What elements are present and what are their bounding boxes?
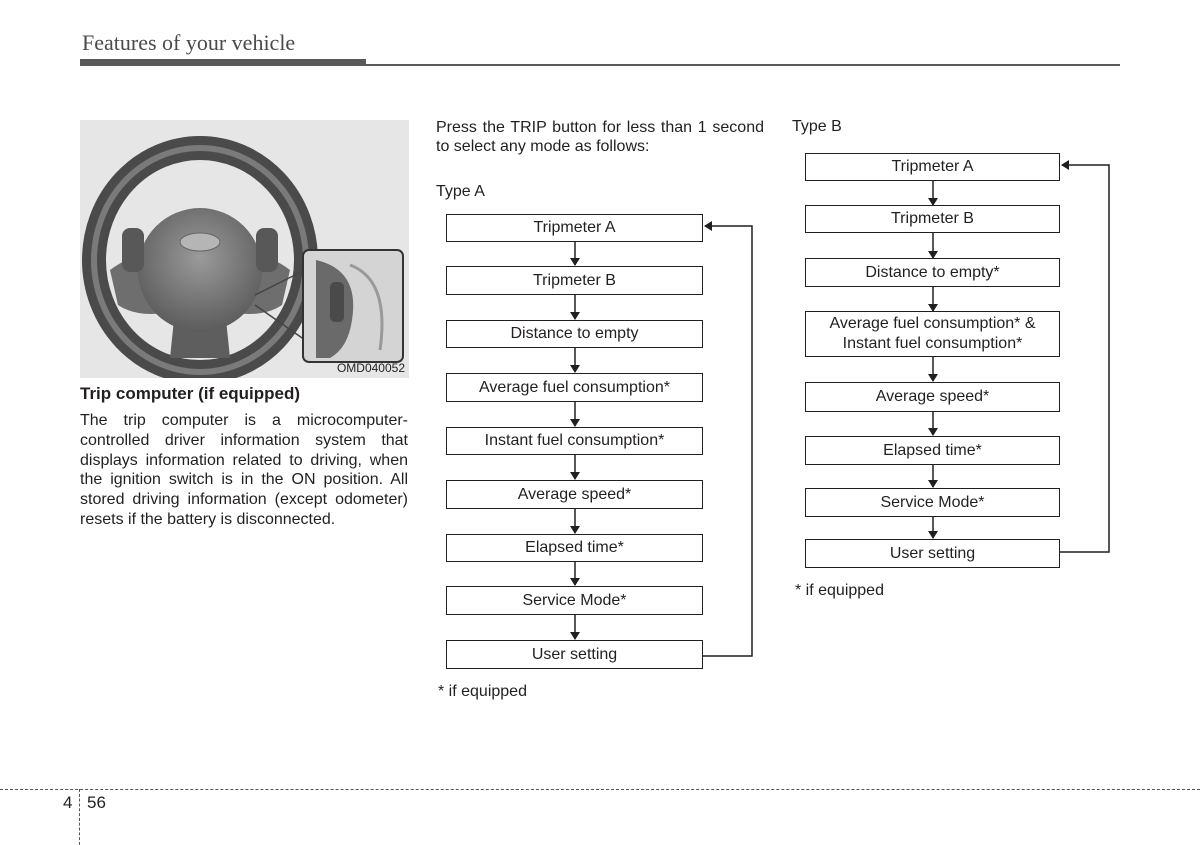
trip-computer-description: The trip computer is a microcomputer-con… bbox=[80, 412, 408, 528]
footer-rule bbox=[0, 789, 1200, 790]
type-a-mode-instant-fuel: Instant fuel consumption* bbox=[446, 427, 703, 455]
figure-code-label: OMD040052 bbox=[336, 361, 405, 375]
type-b-mode-average-speed: Average speed* bbox=[805, 382, 1060, 412]
type-b-mode-tripmeter-a: Tripmeter A bbox=[805, 153, 1060, 181]
type-a-mode-service: Service Mode* bbox=[446, 586, 703, 615]
type-b-footnote: * if equipped bbox=[795, 582, 884, 599]
type-a-arrows bbox=[570, 221, 753, 657]
type-b-label: Type B bbox=[792, 118, 842, 135]
type-a-mode-user-setting: User setting bbox=[446, 640, 703, 669]
type-b-mode-tripmeter-b: Tripmeter B bbox=[805, 205, 1060, 233]
type-a-mode-distance-to-empty: Distance to empty bbox=[446, 320, 703, 348]
header-rule-thick bbox=[80, 59, 366, 66]
type-b-arrows bbox=[928, 160, 1110, 553]
type-b-mode-fuel-consumption: Average fuel consumption* & Instant fuel… bbox=[805, 311, 1060, 357]
type-a-mode-average-speed: Average speed* bbox=[446, 480, 703, 509]
section-header-title: Features of your vehicle bbox=[82, 30, 296, 55]
type-a-mode-elapsed-time: Elapsed time* bbox=[446, 534, 703, 562]
trip-button-instructions: Press the TRIP button for less than 1 se… bbox=[436, 119, 764, 155]
type-a-label: Type A bbox=[436, 183, 485, 200]
type-a-mode-tripmeter-b: Tripmeter B bbox=[446, 266, 703, 295]
type-a-footnote: * if equipped bbox=[438, 683, 527, 700]
type-a-mode-tripmeter-a: Tripmeter A bbox=[446, 214, 703, 242]
type-a-mode-average-fuel: Average fuel consumption* bbox=[446, 373, 703, 402]
steering-wheel-illustration: OMD040052 bbox=[80, 120, 409, 378]
steering-wheel-icon bbox=[82, 136, 404, 378]
page-number: 56 bbox=[87, 793, 106, 812]
footer-divider bbox=[79, 789, 80, 845]
type-b-mode-distance-to-empty: Distance to empty* bbox=[805, 258, 1060, 287]
type-b-mode-service: Service Mode* bbox=[805, 488, 1060, 517]
type-b-mode-elapsed-time: Elapsed time* bbox=[805, 436, 1060, 465]
header-rule-thin bbox=[366, 64, 1120, 66]
type-b-mode-user-setting: User setting bbox=[805, 539, 1060, 568]
trip-computer-heading: Trip computer (if equipped) bbox=[80, 384, 301, 403]
page-section-number: 4 bbox=[63, 793, 73, 812]
